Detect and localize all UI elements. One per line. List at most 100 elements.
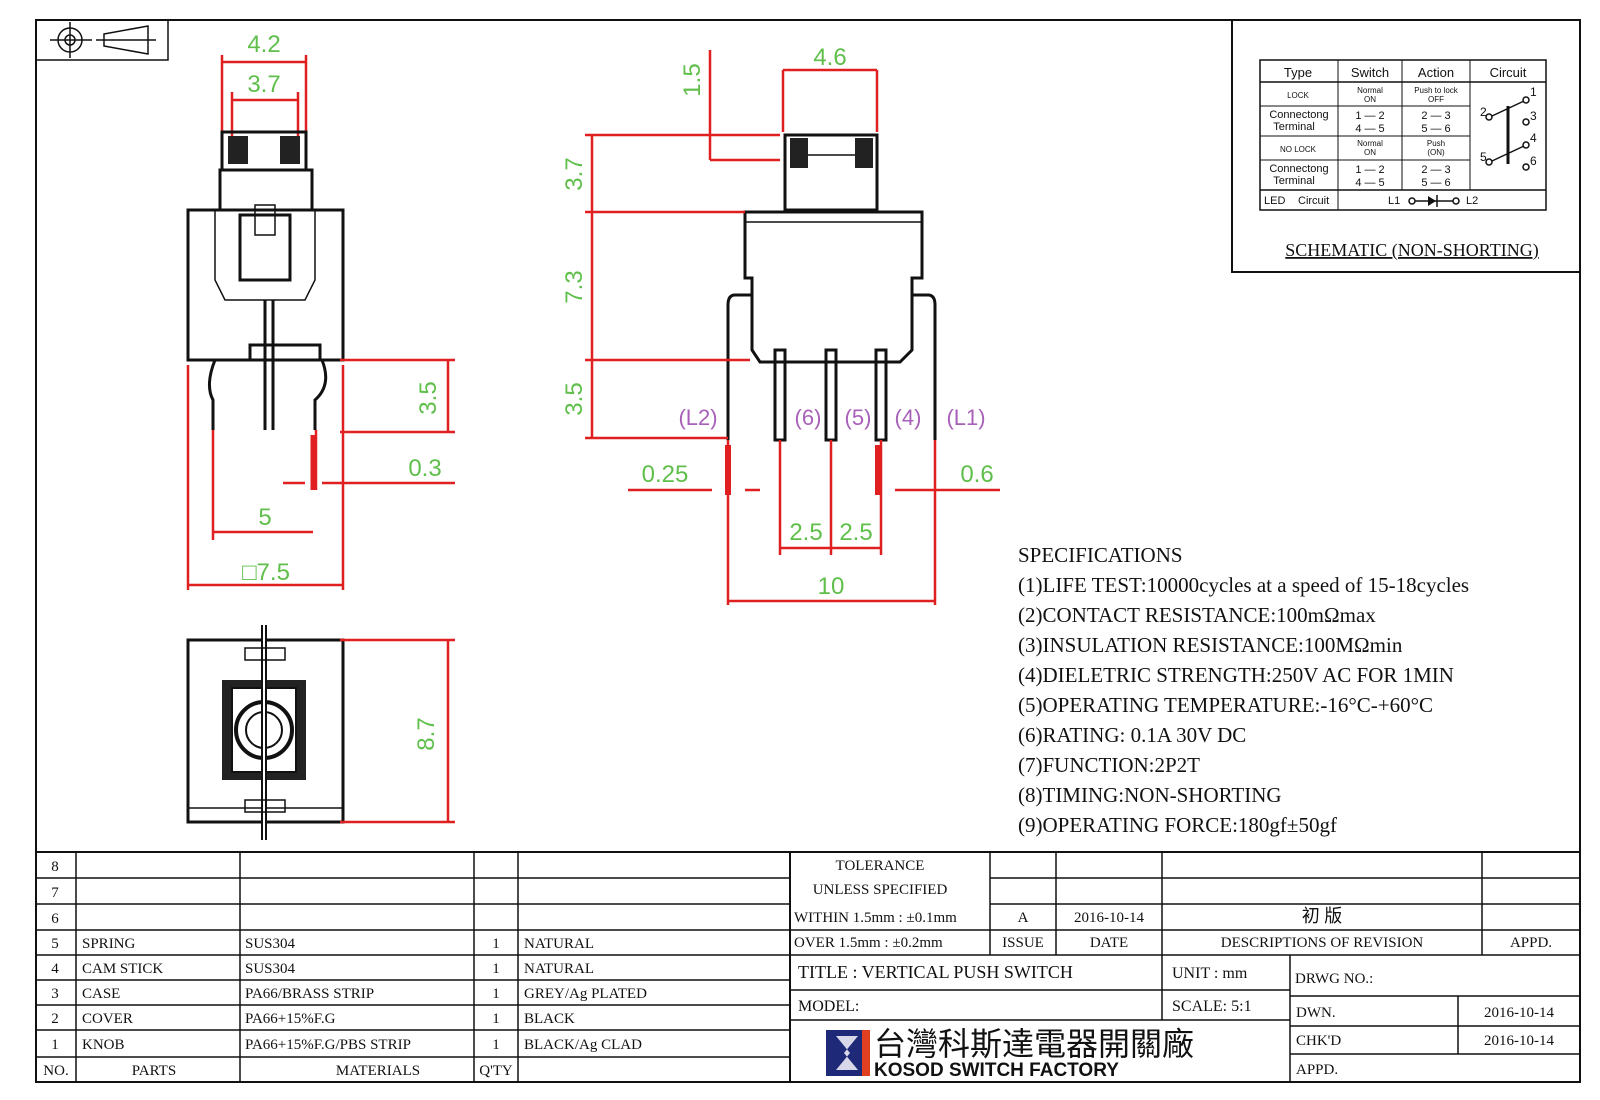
- bom-qty: 1: [492, 1037, 500, 1053]
- bom-header-materials: MATERIALS: [336, 1063, 420, 1079]
- dim-10: 10: [818, 573, 845, 600]
- schematic-conn2-b: Terminal: [1273, 175, 1315, 187]
- spec-item: (5)OPERATING TEMPERATURE:-16°C-+60°C: [1018, 693, 1433, 717]
- dim-4-2: 4.2: [247, 31, 280, 58]
- specifications: SPECIFICATIONS (1)LIFE TEST:10000cycles …: [1018, 543, 1469, 837]
- schematic-box: Type Switch Action Circuit LOCK Normal O…: [1231, 20, 1580, 273]
- spec-item: (4)DIELETRIC STRENGTH:250V AC FOR 1MIN: [1018, 663, 1454, 687]
- circuit-terminal-6: 6: [1530, 154, 1537, 168]
- bom-finish: NATURAL: [524, 961, 594, 977]
- schematic-header-action: Action: [1418, 65, 1454, 80]
- dim-3-5-side: 3.5: [561, 382, 588, 415]
- dim-0-3: 0.3: [408, 455, 441, 482]
- bom-no: 6: [51, 911, 59, 927]
- front-view: 4.2 3.7 3.5 0.3 5 □7.5: [186, 31, 455, 590]
- dim-4-6: 4.6: [813, 44, 846, 71]
- dim-3-5-left: 3.5: [415, 381, 442, 414]
- schematic-nolock-action-2: (ON): [1427, 148, 1445, 157]
- title-block: TOLERANCE UNLESS SPECIFIED WITHIN 1.5mm …: [790, 852, 1580, 1082]
- schematic-nolock-action-1: Push: [1427, 139, 1445, 148]
- schematic-conn1-switch-2: 4 — 5: [1355, 123, 1384, 135]
- schematic-conn2-action-1: 2 — 3: [1421, 164, 1450, 176]
- dim-0-6: 0.6: [960, 461, 993, 488]
- bom-no: 2: [51, 1011, 59, 1027]
- drawn-label: DWN.: [1296, 1005, 1336, 1021]
- tolerance-line-2: UNLESS SPECIFIED: [813, 882, 948, 898]
- tolerance-line-3: WITHIN 1.5mm : ±0.1mm: [794, 910, 957, 926]
- bom-part: CAM STICK: [82, 961, 163, 977]
- revision-description: 初 版: [1302, 906, 1343, 926]
- specs-heading: SPECIFICATIONS: [1018, 543, 1183, 567]
- dim-0-25: 0.25: [642, 461, 689, 488]
- schematic-conn1-b: Terminal: [1273, 121, 1315, 133]
- schematic-header-type: Type: [1284, 65, 1312, 80]
- dim-1-5: 1.5: [679, 63, 706, 96]
- schematic-lock-action-1: Push to lock: [1414, 86, 1459, 95]
- schematic-conn2-action-2: 5 — 6: [1421, 177, 1450, 189]
- schematic-header-switch: Switch: [1351, 65, 1389, 80]
- revision-letter: A: [1018, 910, 1029, 926]
- bom-material: SUS304: [245, 936, 296, 952]
- schematic-conn1-action-2: 5 — 6: [1421, 123, 1450, 135]
- spec-item: (3)INSULATION RESISTANCE:100MΩmin: [1018, 633, 1403, 657]
- model: MODEL:: [798, 998, 859, 1015]
- dim-2-5-b: 2.5: [839, 519, 872, 546]
- bom-qty: 1: [492, 1011, 500, 1027]
- dim-3-7-top: 3.7: [247, 71, 280, 98]
- circuit-terminal-5: 5: [1480, 150, 1487, 164]
- schematic-lock-switch-2: ON: [1364, 95, 1376, 104]
- company-name-chinese: 台灣科斯達電器開關廠: [874, 1026, 1194, 1062]
- schematic-no-lock: NO LOCK: [1280, 145, 1317, 154]
- bom-row: 4 CAM STICK SUS304 1 NATURAL: [51, 961, 594, 977]
- bom-qty: 1: [492, 936, 500, 952]
- projection-symbol: [35, 19, 169, 61]
- bom-material: PA66/BRASS STRIP: [245, 986, 374, 1002]
- spec-item: (1)LIFE TEST:10000cycles at a speed of 1…: [1018, 573, 1469, 597]
- bom-no: 8: [51, 859, 59, 875]
- bom-no: 1: [51, 1037, 59, 1053]
- company-name-english: KOSOD SWITCH FACTORY: [874, 1060, 1119, 1081]
- bom-row: 7: [51, 885, 59, 901]
- schematic-conn2-a: Connectong: [1269, 163, 1328, 175]
- bom-finish: BLACK/Ag CLAD: [524, 1037, 642, 1053]
- spec-item: (6)RATING: 0.1A 30V DC: [1018, 723, 1246, 747]
- tolerance-line-4: OVER 1.5mm : ±0.2mm: [794, 935, 943, 951]
- schematic-lock-switch-1: Normal: [1357, 86, 1383, 95]
- side-view: 1.5 4.6 3.7 7.3 3.5 0.25 0.6 2.5 2.5 10 …: [561, 44, 1000, 605]
- schematic-circuit: Circuit: [1298, 195, 1329, 207]
- header-descriptions: DESCRIPTIONS OF REVISION: [1221, 935, 1424, 951]
- schematic-conn1-action-1: 2 — 3: [1421, 110, 1450, 122]
- schematic-led-l2: L2: [1466, 195, 1478, 207]
- bom-no: 3: [51, 986, 59, 1002]
- schematic-conn1-a: Connectong: [1269, 109, 1328, 121]
- bom-row: 6: [51, 911, 59, 927]
- bom-header-no: NO.: [43, 1063, 68, 1079]
- schematic-conn2-switch-2: 4 — 5: [1355, 177, 1384, 189]
- spec-item: (2)CONTACT RESISTANCE:100mΩmax: [1018, 603, 1376, 627]
- spec-item: (7)FUNCTION:2P2T: [1018, 753, 1200, 777]
- circuit-terminal-2: 2: [1480, 105, 1487, 119]
- bom-row: 1 KNOB PA66+15%F.G/PBS STRIP 1 BLACK/Ag …: [51, 1037, 642, 1053]
- drawing-number: DRWG NO.:: [1295, 971, 1373, 987]
- switch-circuit-icon: 2 1 3 5 4 6: [1480, 85, 1537, 171]
- dim-8-7: 8.7: [413, 717, 440, 750]
- bom-no: 5: [51, 936, 59, 952]
- schematic-header-circuit: Circuit: [1490, 65, 1527, 80]
- pin-label-4: (4): [895, 405, 922, 430]
- checked-label: CHK'D: [1296, 1033, 1341, 1049]
- bom-qty: 1: [492, 986, 500, 1002]
- bom-finish: NATURAL: [524, 936, 594, 952]
- checked-date: 2016-10-14: [1484, 1033, 1554, 1049]
- bom-header-parts: PARTS: [132, 1063, 176, 1079]
- pin-label-l2: (L2): [678, 405, 717, 430]
- bom-table: 8 7 6 5 SPRING SUS304 1 NATURAL 4 CAM ST…: [36, 851, 1580, 1082]
- unit: UNIT : mm: [1172, 965, 1248, 982]
- revision-date: 2016-10-14: [1074, 910, 1144, 926]
- bom-material: PA66+15%F.G: [245, 1011, 336, 1027]
- bom-part: COVER: [82, 1011, 133, 1027]
- drawing-title: TITLE : VERTICAL PUSH SWITCH: [798, 962, 1073, 982]
- bom-row: 8: [51, 859, 59, 875]
- bom-qty: 1: [492, 961, 500, 977]
- dim-7-3: 7.3: [561, 270, 588, 303]
